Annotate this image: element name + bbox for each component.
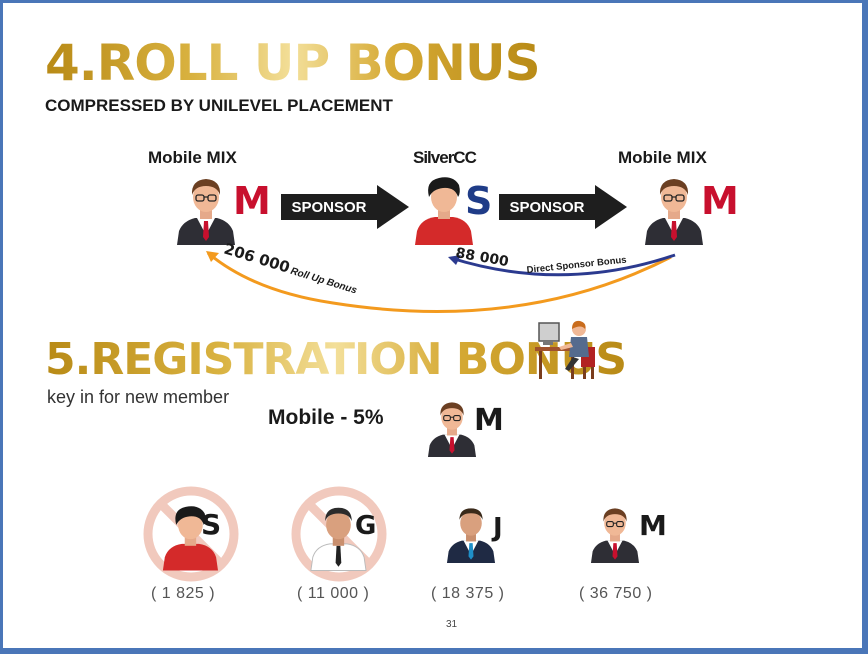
businessman-avatar-right [645, 179, 703, 245]
left-member-letter: M [233, 179, 271, 223]
direct-label: Direct Sponsor Bonus [526, 255, 627, 276]
member-m-amount: ( 36 750 ) [579, 585, 653, 602]
right-member-letter: M [701, 179, 739, 223]
section-5-title: 5.REGISTRATION BONUS [45, 334, 627, 385]
member-j-amount: ( 18 375 ) [431, 585, 505, 602]
rollup-bonus-arrow [207, 251, 672, 313]
sponsor-arrow-1-label: SPONSOR [291, 199, 366, 216]
member-s-amount: ( 1 825 ) [151, 585, 216, 602]
member-g-amount: ( 11 000 ) [297, 585, 370, 602]
section-5-subtitle: key in for new member [47, 387, 230, 407]
member-s-letter: S [201, 508, 222, 541]
sponsor-arrow-1: SPONSOR [281, 185, 409, 229]
center-member-name: SilverCC [413, 148, 477, 167]
member-m-avatar [590, 508, 640, 563]
mobile-letter: M [474, 403, 504, 438]
page-number: 31 [446, 619, 458, 630]
businessman-avatar-left [177, 179, 235, 245]
person-at-computer-icon [535, 320, 595, 379]
rollup-arrow-head [206, 251, 219, 262]
prohibited-ring [143, 486, 239, 582]
right-member-name: Mobile MIX [618, 148, 707, 167]
left-member-name: Mobile MIX [148, 148, 237, 167]
sponsor-arrow-2-label: SPONSOR [509, 199, 584, 216]
direct-arrow-head [448, 255, 461, 265]
member-s-prohibited [143, 486, 239, 582]
section-4-subtitle: COMPRESSED BY UNILEVEL PLACEMENT [45, 96, 393, 115]
mobile-rate: Mobile - 5% [268, 406, 384, 429]
businessman-avatar-mobile [427, 402, 477, 457]
section-4-title: 4.ROLL UP BONUS [45, 34, 541, 92]
direct-bonus-arrow [450, 253, 676, 277]
prohibited-ring [291, 486, 387, 582]
member-j-letter: J [493, 513, 503, 543]
member-m-letter: M [639, 509, 667, 542]
bonus-flow-arrows: 206 000 Roll Up Bonus 88 000 Direct Spon… [206, 240, 676, 313]
member-g-letter: G [355, 511, 377, 541]
center-member-letter: S [465, 179, 493, 223]
sponsor-arrow-2: SPONSOR [499, 185, 627, 229]
rollup-label: Roll Up Bonus [289, 266, 359, 297]
person-avatar-center [415, 177, 473, 245]
member-j-avatar [446, 508, 496, 563]
member-g-prohibited [291, 486, 387, 582]
